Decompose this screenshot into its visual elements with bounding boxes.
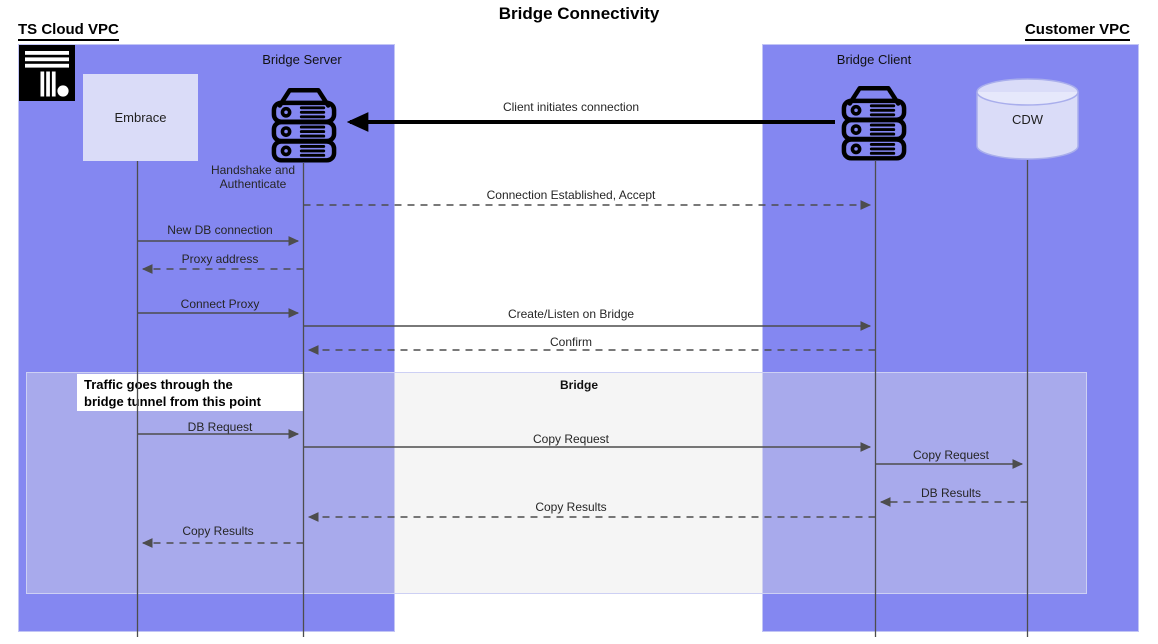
message-label: Copy Results <box>535 500 607 514</box>
message-label: Connection Established, Accept <box>486 188 656 202</box>
message-label: New DB connection <box>167 223 273 237</box>
message-label: DB Request <box>187 420 253 434</box>
bridge-client-label: Bridge Client <box>836 52 912 67</box>
embrace-node: Embrace <box>83 74 198 161</box>
page-title: Bridge Connectivity <box>498 4 660 23</box>
message-label: Confirm <box>549 335 593 349</box>
message-label: Proxy address <box>181 252 259 266</box>
message-label: Client initiates connection <box>502 100 640 114</box>
message-label: Copy Results <box>182 524 254 538</box>
message-label: Copy Request <box>912 448 990 462</box>
bridge-box-label: Bridge <box>559 378 598 392</box>
bridge-note: Traffic goes through the bridge tunnel f… <box>77 374 303 411</box>
cdw-label: CDW <box>1011 112 1044 127</box>
server-stack-icon <box>271 88 337 163</box>
thoughtspot-logo-icon <box>19 45 75 101</box>
database-cylinder-icon <box>976 78 1079 160</box>
message-label: Create/Listen on Bridge <box>507 307 635 321</box>
zone-label-customer-vpc: Customer VPC <box>1024 21 1130 41</box>
server-stack-icon <box>841 86 907 161</box>
message-label: Connect Proxy <box>180 297 260 311</box>
message-label: DB Results <box>920 486 982 500</box>
handshake-note: Handshake and Authenticate <box>210 163 296 191</box>
zone-label-ts-cloud-vpc: TS Cloud VPC <box>18 21 119 41</box>
embrace-label: Embrace <box>114 110 167 125</box>
message-label: Copy Request <box>532 432 610 446</box>
bridge-server-label: Bridge Server <box>262 52 342 67</box>
